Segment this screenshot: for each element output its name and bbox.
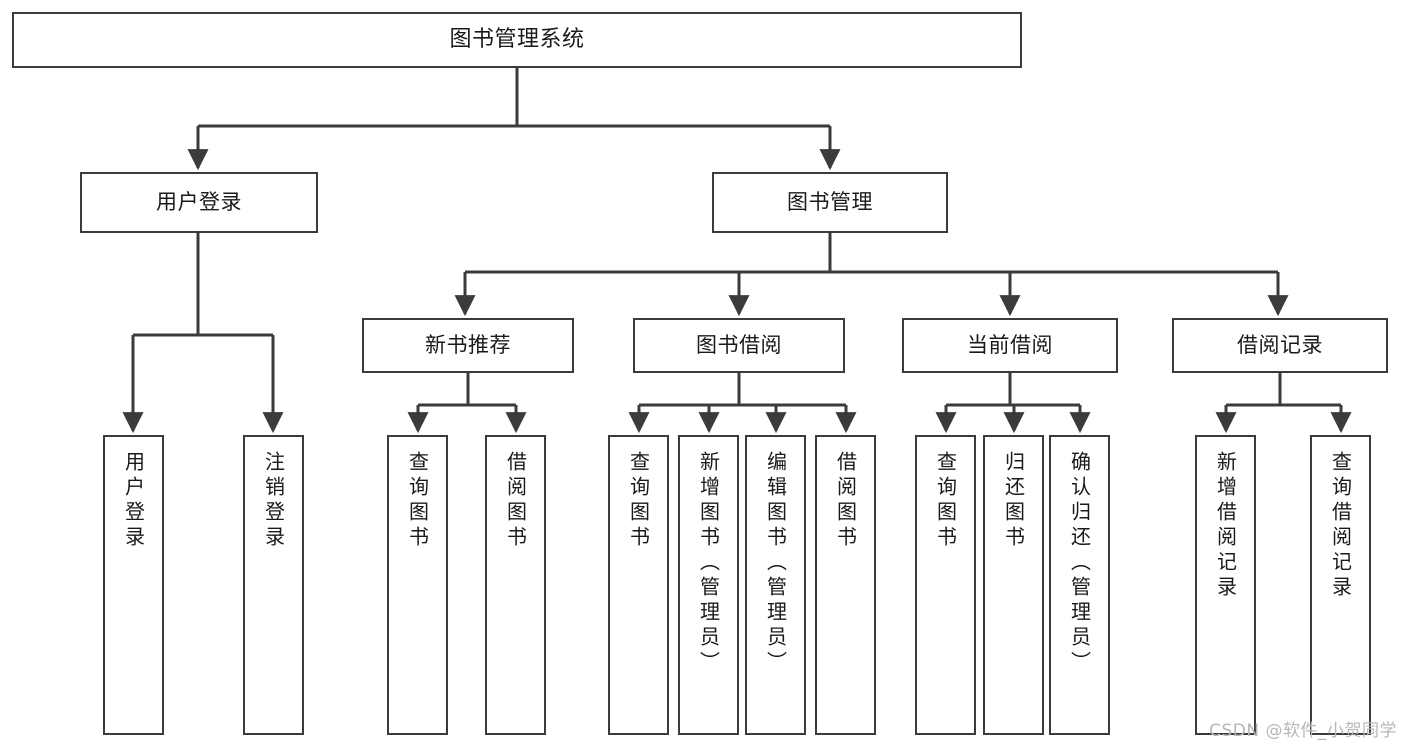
- leaf-user-login[interactable]: 用户登录: [103, 435, 164, 735]
- node-new-book-recommend[interactable]: 新书推荐: [362, 318, 574, 373]
- node-book-borrow[interactable]: 图书借阅: [633, 318, 845, 373]
- node-root-label: 图书管理系统: [449, 27, 585, 53]
- leaf-borrow-book-label: 借阅图书: [833, 451, 858, 551]
- leaf-logout[interactable]: 注销登录: [243, 435, 304, 735]
- leaf-query-book-newbook-label: 查询图书: [405, 451, 430, 551]
- csdn-watermark: CSDN @软件_小贺同学: [1209, 721, 1397, 741]
- leaf-return-book-label: 归还图书: [1001, 451, 1026, 551]
- node-borrow-record[interactable]: 借阅记录: [1172, 318, 1388, 373]
- leaf-add-borrow-record-label: 新增借阅记录: [1213, 451, 1238, 601]
- leaf-return-book[interactable]: 归还图书: [983, 435, 1044, 735]
- leaf-edit-book-admin-label: 编辑图书（管理员）: [763, 451, 788, 676]
- leaf-query-book-current-label: 查询图书: [933, 451, 958, 551]
- leaf-query-book-borrow[interactable]: 查询图书: [608, 435, 669, 735]
- node-root[interactable]: 图书管理系统: [12, 12, 1022, 68]
- node-book-management[interactable]: 图书管理: [712, 172, 948, 233]
- node-current-borrow-label: 当前借阅: [967, 333, 1053, 358]
- node-user-login[interactable]: 用户登录: [80, 172, 318, 233]
- node-new-book-recommend-label: 新书推荐: [425, 333, 511, 358]
- leaf-query-borrow-record-label: 查询借阅记录: [1328, 451, 1353, 601]
- node-current-borrow[interactable]: 当前借阅: [902, 318, 1118, 373]
- node-book-borrow-label: 图书借阅: [696, 333, 782, 358]
- leaf-confirm-return-admin[interactable]: 确认归还（管理员）: [1049, 435, 1110, 735]
- leaf-confirm-return-admin-label: 确认归还（管理员）: [1067, 451, 1092, 676]
- leaf-query-book-current[interactable]: 查询图书: [915, 435, 976, 735]
- node-book-management-label: 图书管理: [787, 190, 873, 215]
- leaf-logout-label: 注销登录: [261, 451, 286, 551]
- leaf-add-book-admin-label: 新增图书（管理员）: [696, 451, 721, 676]
- leaf-query-book-newbook[interactable]: 查询图书: [387, 435, 448, 735]
- node-user-login-label: 用户登录: [156, 190, 242, 215]
- leaf-query-borrow-record[interactable]: 查询借阅记录: [1310, 435, 1371, 735]
- leaf-borrow-book-newbook[interactable]: 借阅图书: [485, 435, 546, 735]
- leaf-query-book-borrow-label: 查询图书: [626, 451, 651, 551]
- leaf-borrow-book[interactable]: 借阅图书: [815, 435, 876, 735]
- leaf-borrow-book-newbook-label: 借阅图书: [503, 451, 528, 551]
- leaf-add-borrow-record[interactable]: 新增借阅记录: [1195, 435, 1256, 735]
- node-borrow-record-label: 借阅记录: [1237, 333, 1323, 358]
- leaf-add-book-admin[interactable]: 新增图书（管理员）: [678, 435, 739, 735]
- leaf-user-login-label: 用户登录: [121, 451, 146, 551]
- leaf-edit-book-admin[interactable]: 编辑图书（管理员）: [745, 435, 806, 735]
